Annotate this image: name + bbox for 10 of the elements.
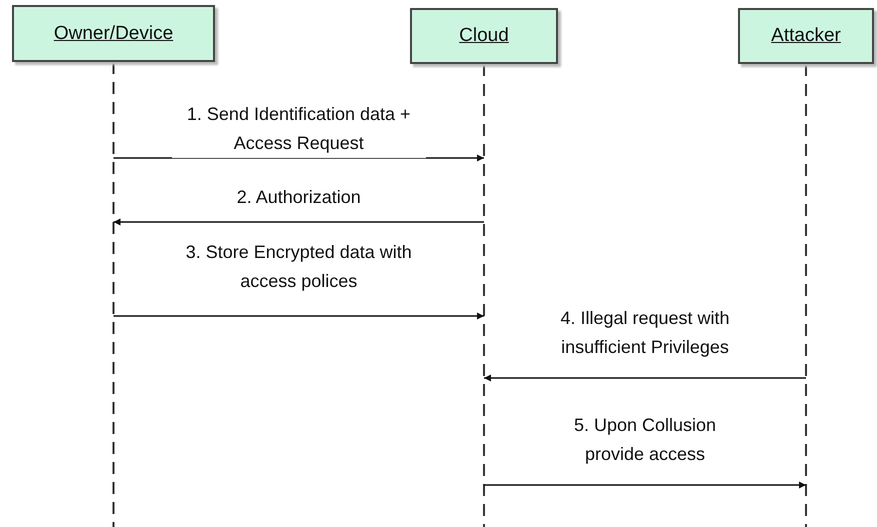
message-arrow	[114, 154, 484, 162]
participant-name: Attacker	[771, 25, 841, 47]
message-arrow	[114, 312, 484, 320]
participant-column	[738, 8, 874, 527]
message-arrow	[484, 482, 806, 488]
participant-column	[410, 8, 558, 527]
participant-name: Owner/Device	[54, 22, 174, 44]
message-arrow	[484, 374, 806, 382]
message-arrow	[114, 218, 484, 226]
participant-name: Cloud	[459, 25, 509, 47]
